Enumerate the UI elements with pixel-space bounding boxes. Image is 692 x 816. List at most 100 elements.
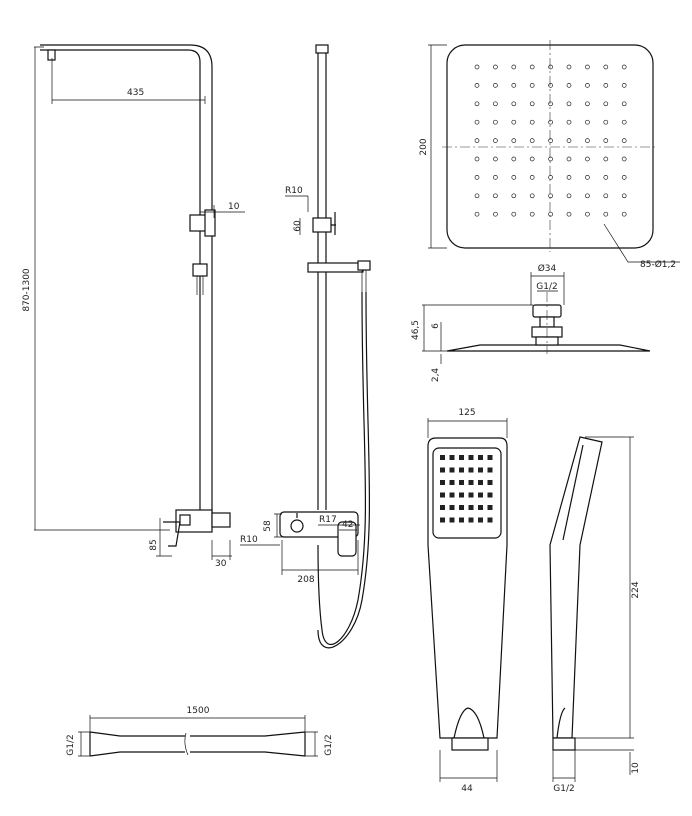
hole bbox=[566, 138, 572, 143]
dim-hand-thread-length: 10 bbox=[631, 762, 641, 774]
hand-hole bbox=[468, 480, 474, 485]
shower-head-side-view bbox=[422, 272, 651, 364]
dim-knob-radius: R17 bbox=[319, 515, 337, 525]
hand-hole bbox=[459, 492, 464, 498]
hand-hole bbox=[449, 455, 455, 460]
dim-mixer-depth: 30 bbox=[215, 559, 227, 569]
shower-head-top-view bbox=[428, 40, 680, 263]
hole bbox=[511, 175, 517, 180]
hole bbox=[548, 83, 553, 88]
hole bbox=[585, 211, 590, 217]
hand-hole bbox=[440, 517, 445, 523]
hand-hole bbox=[440, 505, 445, 510]
hole bbox=[474, 64, 480, 70]
hole bbox=[585, 64, 590, 70]
hole bbox=[548, 211, 553, 217]
hole bbox=[566, 101, 572, 107]
hand-shower-side-view bbox=[549, 436, 634, 782]
hand-hole bbox=[468, 517, 474, 523]
hand-hole bbox=[487, 467, 493, 473]
dim-height-range: 870-1300 bbox=[22, 268, 32, 312]
hole bbox=[493, 211, 498, 217]
hole bbox=[566, 175, 572, 180]
hole bbox=[529, 193, 535, 199]
hole bbox=[493, 175, 498, 180]
dim-head-holes: 85-Ø1,2 bbox=[640, 259, 676, 270]
hole bbox=[511, 138, 517, 143]
hand-hole bbox=[478, 480, 483, 485]
dim-head-offset: 6 bbox=[431, 323, 441, 329]
hand-hole bbox=[468, 492, 474, 498]
dim-head-total-height: 46,5 bbox=[411, 320, 421, 340]
hand-hole bbox=[468, 455, 474, 460]
dim-mixer-radius: R10 bbox=[240, 535, 258, 545]
hand-hole bbox=[449, 517, 455, 523]
hole bbox=[621, 101, 627, 107]
hole bbox=[493, 64, 498, 70]
hole bbox=[566, 193, 572, 199]
hand-hole bbox=[440, 492, 445, 498]
hole bbox=[548, 175, 553, 180]
dim-head-thickness: 2,4 bbox=[431, 368, 441, 383]
hole bbox=[585, 175, 590, 180]
hole bbox=[493, 119, 498, 125]
dim-hand-length: 224 bbox=[631, 581, 641, 598]
dim-head-size: 200 bbox=[419, 138, 429, 155]
dim-hose-thread-right: G1/2 bbox=[324, 734, 334, 755]
hand-hole bbox=[440, 467, 445, 473]
hand-hole bbox=[478, 505, 483, 510]
hole bbox=[603, 175, 609, 180]
hole bbox=[621, 83, 627, 88]
hole bbox=[474, 83, 480, 88]
hole bbox=[529, 175, 535, 180]
hole bbox=[566, 156, 572, 162]
hole bbox=[621, 64, 627, 70]
hole bbox=[511, 193, 517, 199]
hole bbox=[493, 156, 498, 162]
hand-hole bbox=[478, 492, 483, 498]
dim-hose-thread-left: G1/2 bbox=[66, 734, 76, 755]
hand-hole bbox=[487, 480, 493, 485]
hole bbox=[603, 156, 609, 162]
hole bbox=[566, 83, 572, 88]
hole bbox=[585, 156, 590, 162]
hand-hole bbox=[487, 455, 493, 460]
head-holes bbox=[474, 64, 627, 217]
hole bbox=[493, 193, 498, 199]
hole bbox=[621, 175, 627, 180]
hand-hole bbox=[440, 455, 445, 460]
hand-hole bbox=[459, 455, 464, 460]
front-view-column bbox=[240, 44, 371, 649]
hole bbox=[493, 138, 498, 143]
hand-hole bbox=[459, 480, 464, 485]
hole bbox=[548, 119, 553, 125]
hole bbox=[603, 211, 609, 217]
hole bbox=[529, 156, 535, 162]
hole bbox=[621, 211, 627, 217]
hole bbox=[474, 211, 480, 217]
dim-mixer-width: 208 bbox=[297, 575, 314, 585]
hole bbox=[548, 64, 553, 70]
hole bbox=[511, 101, 517, 107]
hand-hole bbox=[468, 505, 474, 510]
hole bbox=[474, 101, 480, 107]
hand-hole bbox=[449, 467, 455, 473]
hole bbox=[548, 101, 553, 107]
hand-hole bbox=[449, 505, 455, 510]
hole bbox=[566, 64, 572, 70]
hole bbox=[585, 138, 590, 143]
hole bbox=[603, 138, 609, 143]
hole bbox=[621, 193, 627, 199]
hand-hole bbox=[478, 455, 483, 460]
hole bbox=[474, 119, 480, 125]
hand-hole bbox=[459, 517, 464, 523]
dim-hose-length: 1500 bbox=[187, 706, 210, 716]
dim-bracket-offset: 10 bbox=[228, 202, 240, 212]
hole bbox=[493, 83, 498, 88]
hole bbox=[566, 119, 572, 125]
hole bbox=[511, 83, 517, 88]
hand-hole bbox=[459, 467, 464, 473]
dim-mixer-height: 85 bbox=[149, 539, 159, 550]
